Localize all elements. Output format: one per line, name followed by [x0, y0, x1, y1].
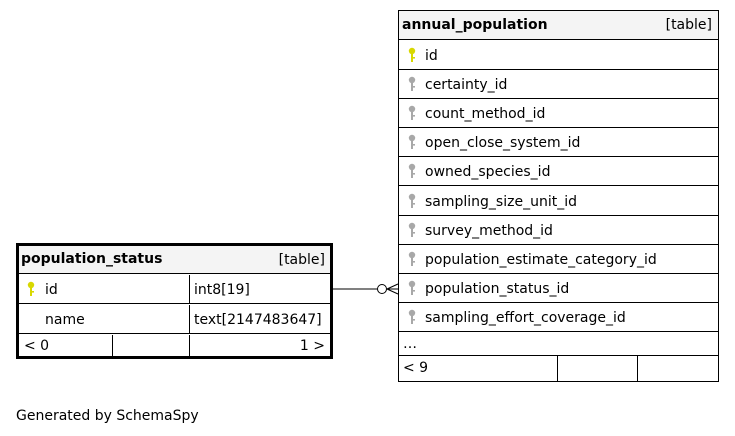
parents-count: < 0: [24, 338, 50, 354]
column-row-name[interactable]: name text[2147483647]: [19, 305, 330, 334]
column-name: sampling_size_unit_id: [425, 193, 577, 210]
table-header: annual_population [table]: [399, 11, 718, 40]
column-name: open_close_system_id: [425, 135, 581, 152]
parents-count: < 9: [403, 360, 429, 376]
column-name: survey_method_id: [425, 222, 553, 239]
column-name: owned_species_id: [425, 164, 551, 181]
footer-empty-cell: [558, 356, 638, 381]
table-footer: < 0 1 >: [19, 335, 330, 356]
column-type: int8[19]: [194, 282, 250, 298]
table-type-label: [table]: [665, 17, 712, 33]
column-row-sampling-size-unit-id[interactable]: sampling_size_unit_id: [399, 187, 718, 216]
column-row-population-estimate-category-id[interactable]: population_estimate_category_id: [399, 245, 718, 274]
generated-by-text: Generated by SchemaSpy: [16, 408, 199, 424]
column-row-survey-method-id[interactable]: survey_method_id: [399, 216, 718, 245]
annual-population-table[interactable]: annual_population [table] id certainty_id…: [398, 10, 719, 382]
column-name: population_status_id: [425, 280, 570, 297]
column-name: population_estimate_category_id: [425, 251, 657, 268]
table-type-label: [table]: [278, 252, 325, 268]
column-row-count-method-id[interactable]: count_method_id: [399, 99, 718, 129]
column-row-owned-species-id[interactable]: owned_species_id: [399, 157, 718, 187]
column-row-sampling-effort-coverage-id[interactable]: sampling_effort_coverage_id: [399, 303, 718, 332]
column-name: sampling_effort_coverage_id: [425, 309, 626, 326]
foreign-key-icon: [408, 222, 416, 237]
column-name: count_method_id: [425, 106, 546, 123]
foreign-key-icon: [408, 280, 416, 295]
foreign-key-icon: [408, 309, 416, 324]
column-row-id[interactable]: id: [399, 41, 718, 71]
column-type: text[2147483647]: [194, 312, 322, 328]
crows-foot-lower: [386, 288, 399, 295]
table-name[interactable]: population_status: [21, 251, 163, 267]
more-columns-row: …: [399, 331, 718, 356]
foreign-key-icon: [408, 164, 416, 179]
footer-children-cell: [638, 356, 718, 381]
column-name: id: [45, 282, 58, 298]
foreign-key-icon: [408, 135, 416, 150]
column-name: id: [425, 48, 438, 64]
column-name: name: [45, 312, 85, 328]
ellipsis-text: …: [403, 336, 417, 352]
crows-foot-upper: [386, 283, 399, 290]
column-name: certainty_id: [425, 77, 508, 94]
column-row-population-status-id[interactable]: population_status_id: [399, 274, 718, 303]
foreign-key-icon: [408, 193, 416, 208]
table-header: population_status [table]: [19, 246, 330, 274]
foreign-key-icon: [408, 105, 416, 121]
population-status-table[interactable]: population_status [table] id int8[19] na…: [16, 243, 333, 359]
column-row-certainty-id[interactable]: certainty_id: [399, 70, 718, 100]
column-divider: [189, 275, 190, 303]
column-divider: [189, 305, 190, 333]
foreign-key-icon: [408, 251, 416, 266]
table-name[interactable]: annual_population: [402, 17, 548, 33]
footer-parents-cell: < 9: [399, 356, 558, 381]
zero-cardinality-circle: [377, 284, 387, 294]
primary-key-icon: [27, 281, 35, 296]
foreign-key-icon: [408, 76, 416, 92]
footer-divider: [112, 335, 113, 356]
column-row-open-close-system-id[interactable]: open_close_system_id: [399, 128, 718, 158]
children-count: 1 >: [299, 338, 325, 354]
table-footer: < 9: [399, 356, 718, 381]
column-row-id[interactable]: id int8[19]: [19, 275, 330, 304]
footer-divider: [189, 335, 190, 356]
primary-key-icon: [408, 47, 416, 62]
